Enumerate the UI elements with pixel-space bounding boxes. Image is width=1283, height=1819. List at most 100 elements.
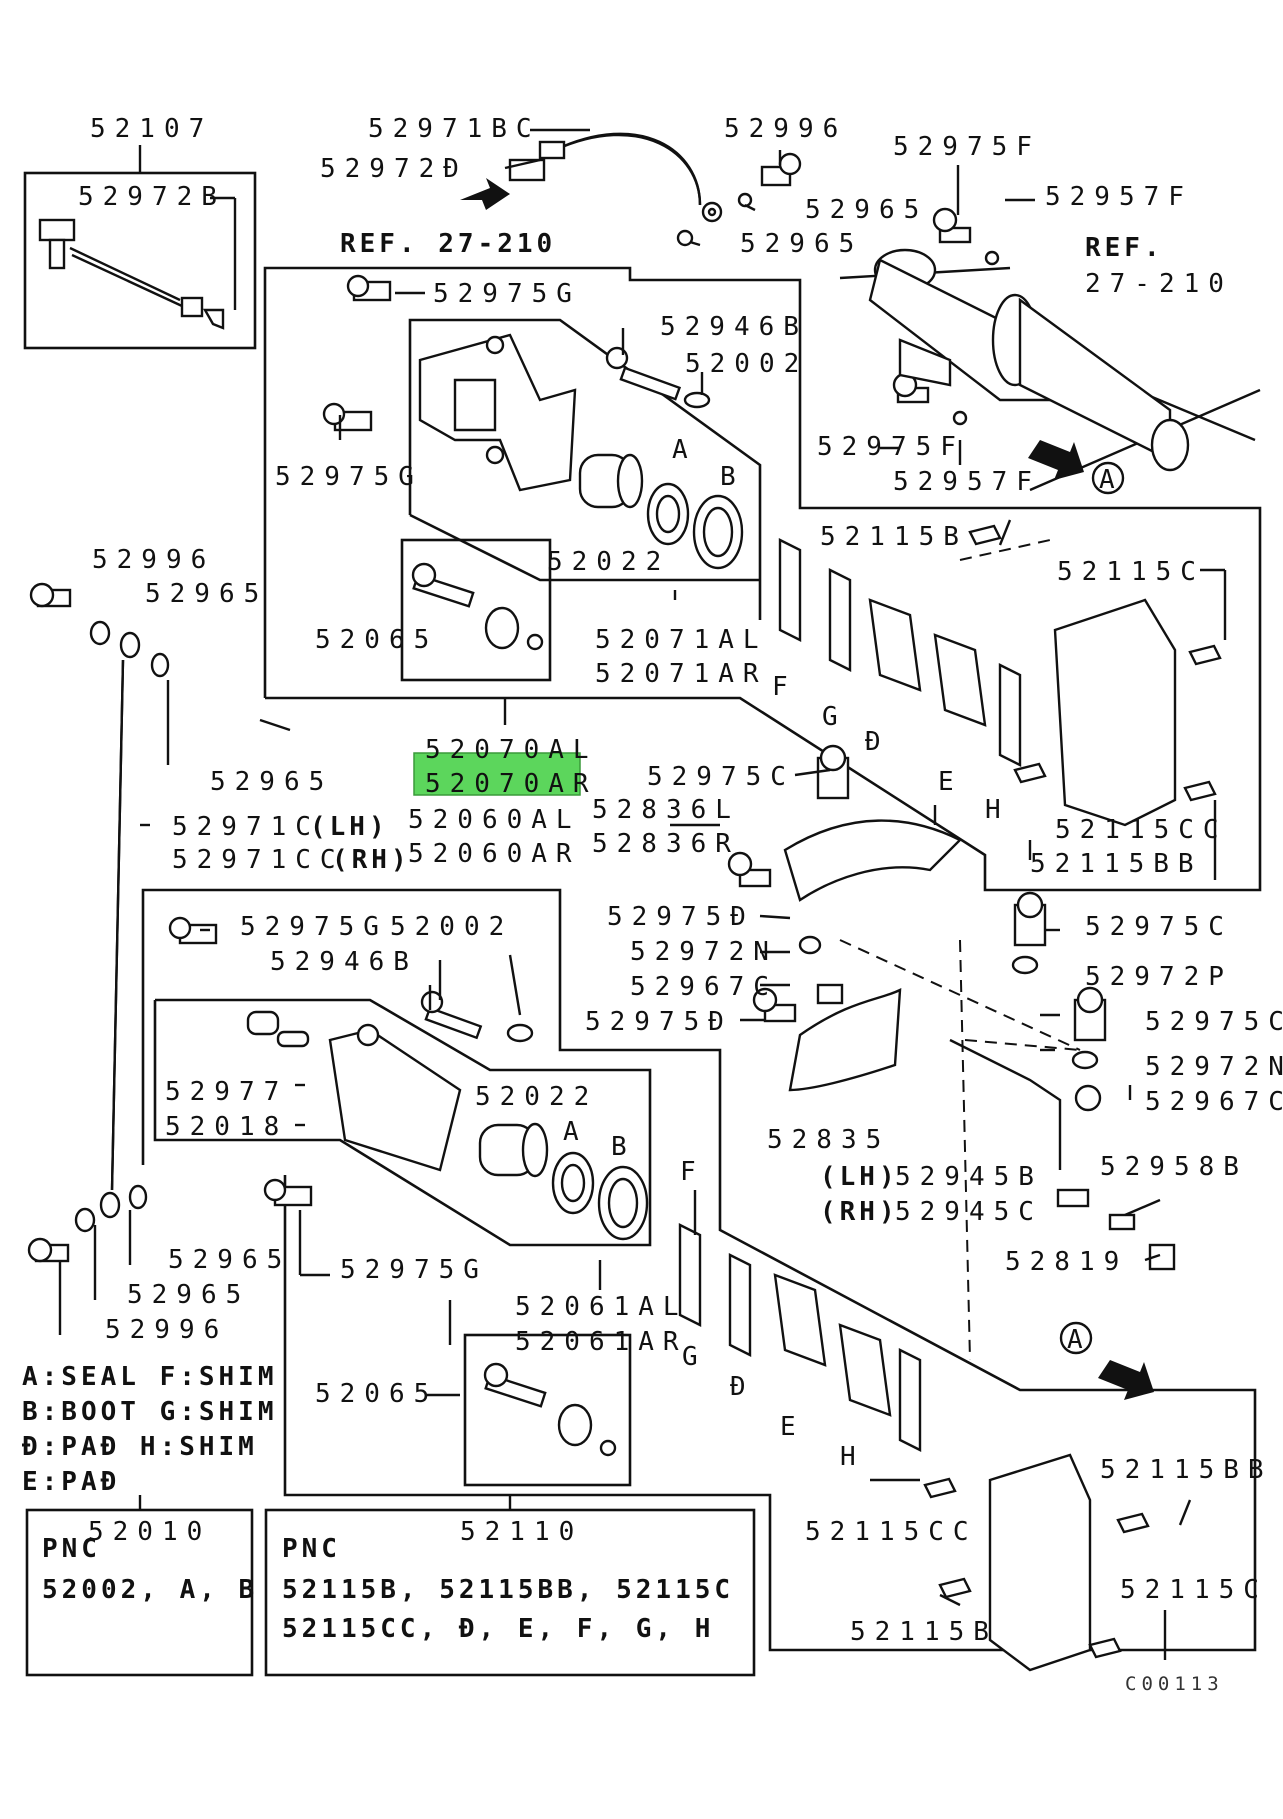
legend-line-4: E:PAĐ <box>22 1467 120 1497</box>
label-52836r[interactable]: 52836R <box>592 829 740 859</box>
label-52061ar[interactable]: 52061AR <box>515 1327 688 1357</box>
label-52971c[interactable]: 52971C <box>172 812 320 842</box>
label-52022-2[interactable]: 52022 <box>475 1082 598 1112</box>
label-e-upper[interactable]: E <box>938 767 963 797</box>
label-52071ar[interactable]: 52071AR <box>595 659 768 689</box>
label-52965-left-1[interactable]: 52965 <box>145 579 268 609</box>
label-52967c-1[interactable]: 52967C <box>630 972 778 1002</box>
label-52110[interactable]: 52110 <box>460 1517 583 1547</box>
leader-lines <box>58 128 1227 1660</box>
label-52836l[interactable]: 52836L <box>592 795 740 825</box>
label-52010[interactable]: 52010 <box>88 1517 211 1547</box>
label-52957f-top[interactable]: 52957F <box>1045 182 1193 212</box>
label-d-upper[interactable]: Đ <box>865 727 890 757</box>
label-52819[interactable]: 52819 <box>1005 1247 1128 1277</box>
label-a-lower[interactable]: A <box>563 1117 588 1147</box>
label-52945c[interactable]: 52945C <box>895 1197 1043 1227</box>
label-52115cc-2[interactable]: 52115CC <box>805 1517 978 1547</box>
label-52061al[interactable]: 52061AL <box>515 1292 688 1322</box>
label-52972n-1[interactable]: 52972N <box>630 937 778 967</box>
label-52996-left[interactable]: 52996 <box>92 545 215 575</box>
label-52060al[interactable]: 52060AL <box>408 805 581 835</box>
label-52975c-3[interactable]: 52975C <box>1145 1007 1283 1037</box>
pads-shims-upper <box>778 524 1222 827</box>
label-52946b-1[interactable]: 52946B <box>660 312 808 342</box>
label-52958b[interactable]: 52958B <box>1100 1152 1248 1182</box>
label-52065-1[interactable]: 52065 <box>315 625 438 655</box>
label-b-upper[interactable]: B <box>720 462 745 492</box>
label-52115c-1[interactable]: 52115C <box>1057 557 1205 587</box>
label-52975d-1[interactable]: 52975Đ <box>607 902 755 932</box>
label-52115bb-2[interactable]: 52115BB <box>1100 1455 1273 1485</box>
label-52002-1[interactable]: 52002 <box>685 349 808 379</box>
diagram-code: C00113 <box>1125 1673 1224 1695</box>
label-52965-top-2[interactable]: 52965 <box>740 229 863 259</box>
legend-line-2: B:BOOT G:SHIM <box>22 1397 278 1427</box>
label-d-lower[interactable]: Đ <box>730 1372 755 1402</box>
label-e-lower[interactable]: E <box>780 1412 805 1442</box>
label-52945b[interactable]: 52945B <box>895 1162 1043 1192</box>
label-52975f-bottom[interactable]: 52975F <box>817 432 965 462</box>
label-52115cc-1[interactable]: 52115CC <box>1055 815 1228 845</box>
label-52967c-2[interactable]: 52967C <box>1145 1087 1283 1117</box>
label-52972b[interactable]: 52972B <box>78 182 226 212</box>
legend: A:SEAL F:SHIM B:BOOT G:SHIM Đ:PAĐ H:SHIM… <box>22 1362 278 1497</box>
label-52975g-3[interactable]: 52975G <box>240 912 388 942</box>
label-52946b-2[interactable]: 52946B <box>270 947 418 977</box>
ref-label-right-1[interactable]: REF. <box>1085 233 1164 263</box>
label-52115c-2[interactable]: 52115C <box>1120 1575 1268 1605</box>
label-52107[interactable]: 52107 <box>90 114 213 144</box>
label-b-lower[interactable]: B <box>611 1132 636 1162</box>
label-52060ar[interactable]: 52060AR <box>408 839 581 869</box>
label-52975c-1[interactable]: 52975C <box>647 762 795 792</box>
label-g-upper[interactable]: G <box>822 702 847 732</box>
label-52971cc-side[interactable]: (RH) <box>332 845 411 875</box>
label-52965-top-1[interactable]: 52965 <box>805 195 928 225</box>
label-g-lower[interactable]: G <box>682 1342 707 1372</box>
label-52971cc[interactable]: 52971CC <box>172 845 345 875</box>
label-52022-1[interactable]: 52022 <box>547 547 670 577</box>
label-h-upper[interactable]: H <box>985 795 1010 825</box>
label-52965-left-2[interactable]: 52965 <box>210 767 333 797</box>
label-52975c-2[interactable]: 52975C <box>1085 912 1233 942</box>
label-52971c-side[interactable]: (LH) <box>310 812 389 842</box>
label-52071al[interactable]: 52071AL <box>595 625 768 655</box>
label-circle-a-lower[interactable]: A <box>1067 1325 1092 1355</box>
label-52115b-2[interactable]: 52115B <box>850 1617 998 1647</box>
label-52065-2[interactable]: 52065 <box>315 1379 438 1409</box>
label-circle-a-upper[interactable]: A <box>1099 465 1124 495</box>
label-h-lower[interactable]: H <box>840 1442 865 1472</box>
label-52972d[interactable]: 52972Đ <box>320 154 468 184</box>
label-52975f-top[interactable]: 52975F <box>893 132 1041 162</box>
label-52975g-1[interactable]: 52975G <box>433 279 581 309</box>
label-52965-bottom-2[interactable]: 52965 <box>127 1280 250 1310</box>
label-52996-bottom[interactable]: 52996 <box>105 1315 228 1345</box>
ref-label-top[interactable]: REF. 27-210 <box>340 229 556 259</box>
pnc-heading-1: PNC <box>42 1534 101 1564</box>
label-52945b-side[interactable]: (LH) <box>820 1162 899 1192</box>
label-52971bc[interactable]: 52971BC <box>368 114 541 144</box>
label-52977[interactable]: 52977 <box>165 1077 288 1107</box>
label-52070al[interactable]: 52070AL <box>425 735 598 765</box>
label-52975d-2[interactable]: 52975Đ <box>585 1007 733 1037</box>
label-52018[interactable]: 52018 <box>165 1112 288 1142</box>
label-f-upper[interactable]: F <box>772 672 797 702</box>
ref-label-right-2[interactable]: 27-210 <box>1085 269 1233 299</box>
label-a-upper[interactable]: A <box>672 435 697 465</box>
label-52115bb-1[interactable]: 52115BB <box>1030 849 1203 879</box>
label-52002-2[interactable]: 52002 <box>390 912 513 942</box>
label-52070ar[interactable]: 52070AR <box>425 769 598 799</box>
label-52975g-2[interactable]: 52975G <box>275 462 423 492</box>
label-52957f-bottom[interactable]: 52957F <box>893 467 1041 497</box>
label-52835[interactable]: 52835 <box>767 1125 890 1155</box>
slide-pin-kit-lower <box>483 1362 617 1457</box>
label-52972n-2[interactable]: 52972N <box>1145 1052 1283 1082</box>
label-52972p[interactable]: 52972P <box>1085 962 1233 992</box>
label-52945c-side[interactable]: (RH) <box>820 1197 899 1227</box>
label-52975g-4[interactable]: 52975G <box>340 1255 488 1285</box>
part-labels[interactable]: 52107 52972B 52971BC 52972Đ 52996 52965 … <box>78 114 1283 1695</box>
label-52996-top[interactable]: 52996 <box>724 114 847 144</box>
label-52965-bottom-1[interactable]: 52965 <box>168 1245 291 1275</box>
label-f-lower[interactable]: F <box>680 1157 705 1187</box>
label-52115b-1[interactable]: 52115B <box>820 522 968 552</box>
